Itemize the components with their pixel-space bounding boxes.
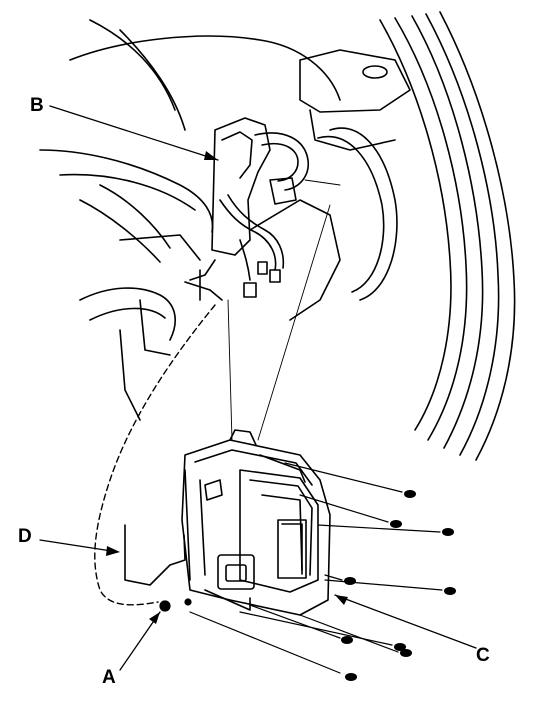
- projection-lines: [227, 179, 341, 441]
- callout-label-b: B: [30, 95, 44, 116]
- arrowhead-d: [106, 546, 120, 556]
- harness-route-dashed-line: [94, 304, 216, 606]
- callout-label-d: D: [18, 526, 32, 547]
- callout-label-a: A: [102, 667, 116, 688]
- arrowhead-b: [204, 151, 218, 160]
- callout-arrowheads: [106, 151, 348, 624]
- callout-label-c: C: [476, 645, 490, 666]
- callout-leaders: [39, 105, 477, 671]
- arrowhead-c: [335, 595, 348, 605]
- bolts: [159, 462, 456, 681]
- vehicle-body-panel: [39, 11, 516, 461]
- leader-c: [334, 594, 477, 649]
- leader-d: [39, 539, 119, 553]
- upper-bracket-assembly: [184, 117, 310, 301]
- control-module-assembly: [124, 429, 331, 616]
- leader-b: [49, 105, 219, 161]
- arrowhead-a: [149, 612, 160, 624]
